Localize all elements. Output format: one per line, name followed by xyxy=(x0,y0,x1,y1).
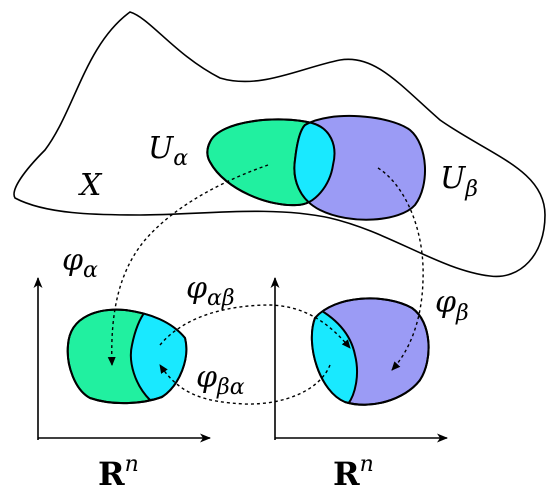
label-u-alpha: Uα xyxy=(148,131,188,171)
label-phi-alpha: φα xyxy=(62,243,98,283)
label-rn-right: Rn xyxy=(333,452,374,493)
label-phi-beta-alpha: φβα xyxy=(196,360,245,400)
arrow-phi-beta xyxy=(377,167,424,371)
arrow-phi-alpha-beta xyxy=(159,304,351,349)
label-phi-alpha-beta: φαβ xyxy=(186,271,235,311)
label-rn-left: Rn xyxy=(98,452,139,493)
label-x: X xyxy=(78,168,103,203)
arrow-phi-beta-alpha xyxy=(159,364,331,405)
label-u-beta: Uβ xyxy=(440,161,478,202)
arrow-phi-alpha xyxy=(107,164,269,366)
label-phi-beta: φβ xyxy=(435,285,469,326)
image-overlap-left xyxy=(130,310,187,402)
